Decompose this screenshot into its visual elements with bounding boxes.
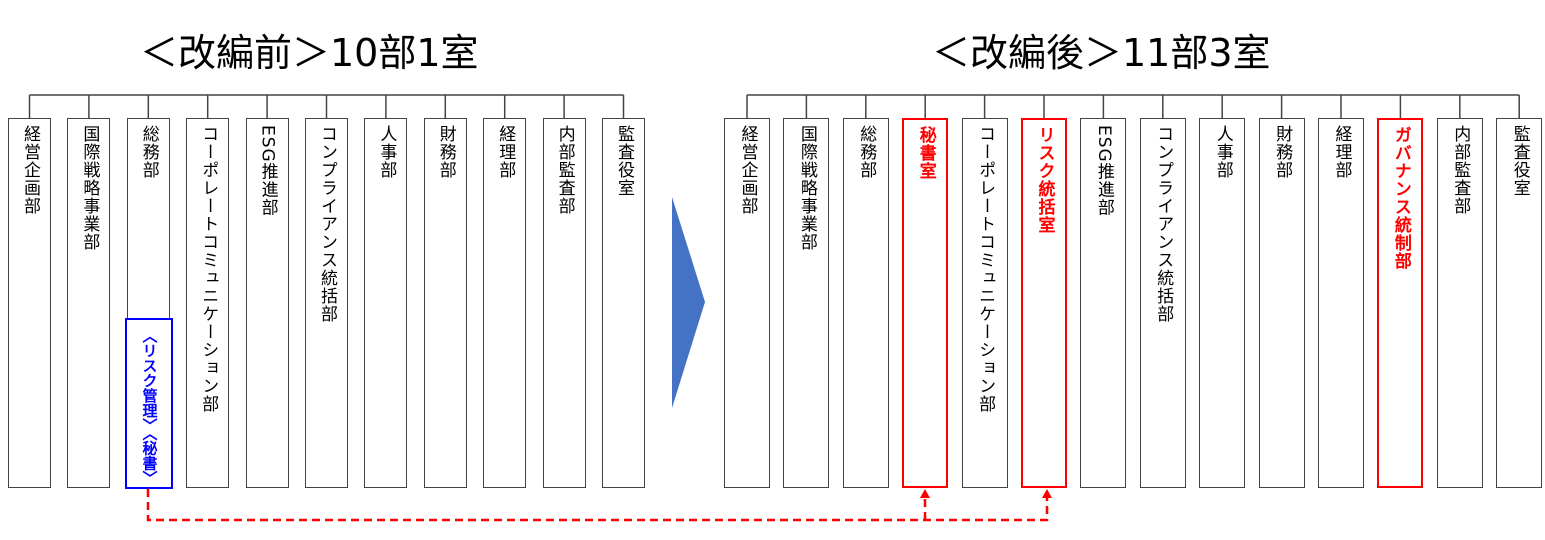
org-unit-label: 総務部: [856, 125, 877, 179]
org-unit-label: コンプライアンス統括部: [1153, 125, 1174, 323]
org-unit-box: 内部監査部: [542, 118, 586, 488]
org-unit-box: 人事部: [364, 118, 408, 488]
org-unit-label: 人事部: [376, 125, 397, 179]
org-unit-label: 総務部: [138, 125, 159, 179]
org-unit-box: 経営企画部: [724, 118, 770, 488]
org-unit-label: ガバナンス統制部: [1390, 126, 1411, 270]
before-title: ＜改編前＞10部1室: [140, 31, 479, 75]
org-unit-box: コンプライアンス統括部: [305, 118, 348, 488]
org-unit-box: ESG推進部: [245, 118, 289, 488]
org-unit-label: 経営企画部: [737, 125, 758, 215]
org-unit-label: 財務部: [435, 125, 456, 179]
arrowhead-icon: [1042, 489, 1052, 498]
org-unit-box: 経理部: [483, 118, 527, 488]
org-unit-box: 国際戦略事業部: [67, 118, 111, 488]
org-unit-box: 総務部: [842, 118, 889, 488]
sub-unit-box: 〈リスク管理〉〈秘書〉: [125, 318, 173, 489]
org-unit-label: コーポレートコミュニケーション部: [198, 125, 219, 413]
org-unit-label: 経理部: [495, 125, 516, 179]
org-unit-box: 監査役室: [602, 118, 645, 488]
org-unit-label: 監査役室: [1509, 125, 1530, 197]
org-unit-box: コーポレートコミュニケーション部: [186, 118, 230, 488]
org-unit-label: 財務部: [1272, 125, 1293, 179]
org-unit-box: コンプライアンス統括部: [1139, 118, 1186, 488]
org-unit-box: 監査役室: [1496, 118, 1543, 488]
org-unit-label: 国際戦略事業部: [79, 125, 100, 251]
org-unit-box: リスク統括室: [1021, 118, 1067, 488]
org-unit-box: 経営企画部: [8, 118, 51, 488]
org-unit-box: ESG推進部: [1080, 118, 1127, 488]
org-unit-box: 財務部: [1258, 118, 1305, 488]
org-unit-box: 財務部: [423, 118, 467, 488]
dashed-move-arrows: [146, 489, 1049, 522]
org-unit-label: 人事部: [1212, 125, 1233, 179]
org-unit-box: コーポレートコミュニケーション部: [961, 118, 1008, 488]
arrowhead-icon: [920, 489, 930, 498]
org-unit-label: 監査役室: [614, 125, 634, 197]
org-unit-box: 人事部: [1199, 118, 1246, 488]
org-unit-label: 秘書室: [915, 126, 936, 180]
org-unit-label: 国際戦略事業部: [796, 125, 817, 251]
org-unit-box: 秘書室: [902, 118, 949, 488]
org-unit-label: 内部監査部: [1450, 125, 1471, 215]
org-unit-label: リスク統括室: [1034, 126, 1055, 234]
org-unit-box: 経理部: [1318, 118, 1364, 488]
org-unit-label: 経営企画部: [20, 125, 40, 215]
org-unit-label: 内部監査部: [554, 125, 575, 215]
org-unit-label: 経理部: [1331, 125, 1352, 179]
transition-arrow-icon: [672, 197, 705, 408]
org-unit-label: ESG推進部: [1093, 125, 1114, 217]
after-title: ＜改編後＞11部3室: [932, 31, 1271, 75]
org-unit-label: コンプライアンス統括部: [317, 125, 337, 323]
org-unit-box: ガバナンス統制部: [1377, 118, 1424, 488]
org-unit-label: ESG推進部: [257, 125, 278, 217]
org-unit-box: 内部監査部: [1436, 118, 1483, 488]
org-unit-box: 国際戦略事業部: [783, 118, 830, 488]
org-unit-label: コーポレートコミュニケーション部: [975, 125, 996, 413]
